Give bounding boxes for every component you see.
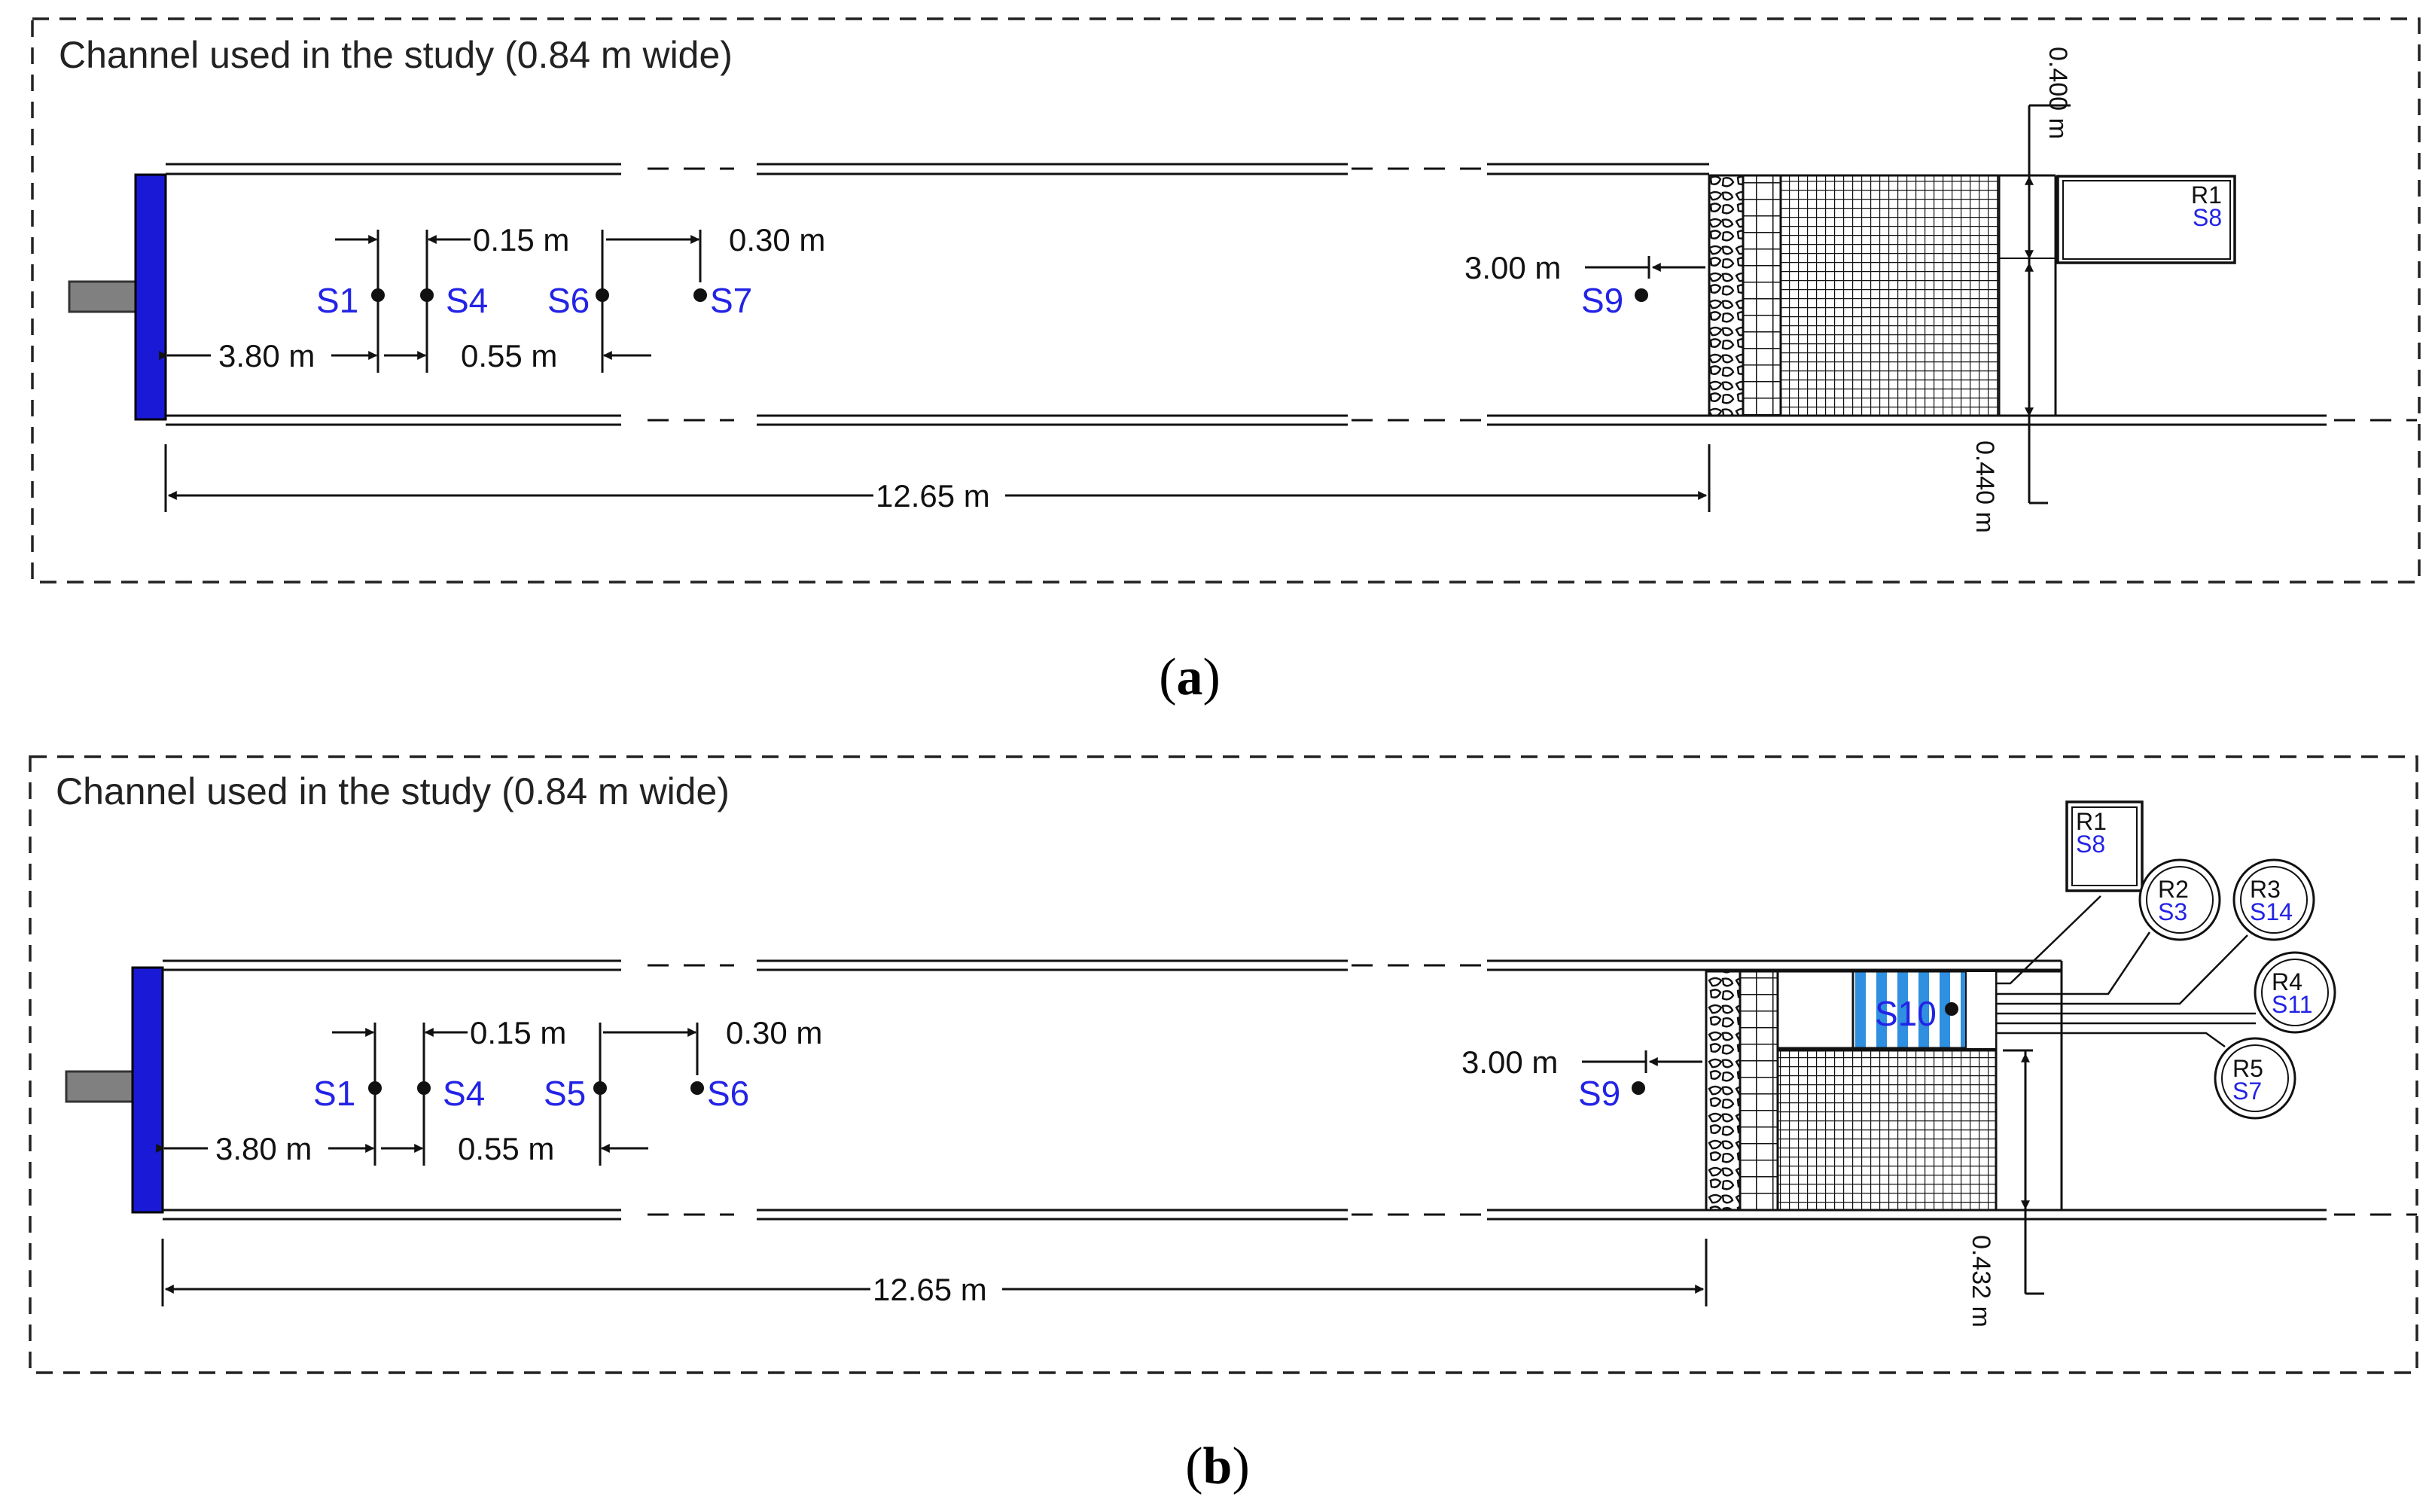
dim-label-b-3: 3.80 m (215, 1131, 312, 1166)
gravel-zone-b (1705, 970, 1742, 1212)
dim-label-1: 0.15 m (473, 222, 569, 258)
panel-b-title: Channel used in the study (0.84 m wide) (56, 770, 730, 812)
reservoir-r5-label: R5 (2232, 1055, 2263, 1082)
dim-label-b-5: 12.65 m (873, 1272, 987, 1307)
panel-b: Channel used in the study (0.84 m wide) (29, 755, 2418, 1495)
reservoir-r3-label: R3 (2250, 876, 2281, 903)
panel-a-title: Channel used in the study (0.84 m wide) (59, 34, 733, 76)
coarse-mesh-b (1739, 970, 1779, 1212)
sensor-label-5: S9 (1581, 281, 1623, 320)
dimension-lines-b (156, 1023, 2044, 1306)
reservoir-r1-sensor-b: S8 (2076, 831, 2105, 858)
reservoir-r1-label-b: R1 (2076, 808, 2107, 835)
sensor-label-1: S1 (316, 281, 358, 320)
channel-bottom-wall (166, 414, 2417, 426)
reservoir-r2 (2138, 858, 2221, 941)
sensor-label-4: S7 (710, 281, 752, 320)
gravel-zone (1708, 174, 1745, 417)
coarse-mesh (1742, 174, 1782, 417)
reservoir-r4-sensor: S11 (2272, 991, 2313, 1018)
dim-label-7: 0.400 m (2043, 47, 2072, 139)
dim-label-b-7: 0.432 m (1967, 1235, 1995, 1328)
reservoir-r1-box (2056, 175, 2236, 264)
inlet-pipe-b (65, 1070, 134, 1103)
reservoir-r2-label: R2 (2158, 876, 2189, 903)
reservoir-r3 (2232, 858, 2315, 941)
dim-label-b-1: 0.15 m (470, 1015, 566, 1050)
open-chamber (1776, 970, 1854, 1050)
dimension-lines-a (159, 104, 2071, 512)
sensor-label-b-1: S1 (313, 1074, 355, 1113)
reservoir-r5 (2214, 1037, 2296, 1120)
channel-top-wall (166, 163, 1709, 175)
reservoir-r4 (2254, 951, 2336, 1034)
sensor-label-b-4: S6 (707, 1074, 749, 1113)
sensor-label-b-5: S9 (1578, 1074, 1620, 1113)
panel-b-border (29, 755, 2418, 1374)
panel-a-caption: (a) (1159, 648, 1221, 706)
reservoir-r2-sensor: S3 (2158, 898, 2187, 925)
reservoir-r1-sensor: S8 (2193, 204, 2222, 231)
dim-label-8: 0.440 m (1970, 440, 1999, 533)
sensor-label-2: S4 (446, 281, 488, 320)
panel-b-caption: (b) (1185, 1437, 1250, 1495)
dim-label-b-2: 0.30 m (726, 1015, 822, 1050)
fine-mesh (1779, 174, 2001, 417)
inlet-gate-b (131, 966, 164, 1214)
sensor-label-b-2: S4 (443, 1074, 485, 1113)
reservoir-connections (1996, 895, 2256, 1048)
inlet-pipe (68, 280, 137, 313)
dim-label-6: 3.00 m (1464, 250, 1561, 285)
panel-a: Channel used in the study (0.84 m wide) (31, 17, 2421, 706)
dim-label-b-6: 3.00 m (1461, 1044, 1558, 1080)
reservoir-r5-sensor: S7 (2232, 1078, 2262, 1105)
reservoir-r1-box-b (2065, 800, 2144, 892)
dim-label-4: 0.55 m (461, 338, 557, 373)
reservoir-r4-label: R4 (2272, 968, 2302, 995)
panel-a-border (31, 17, 2421, 584)
reservoir-r3-sensor: S14 (2250, 898, 2293, 925)
dim-label-b-4: 0.55 m (458, 1131, 554, 1166)
sensor-points-a (371, 288, 1648, 302)
sensor-label-b-3: S5 (544, 1074, 586, 1113)
dim-label-2: 0.30 m (729, 222, 825, 258)
fine-mesh-b (1776, 1049, 1998, 1212)
sensor-label-3: S6 (547, 281, 590, 320)
sensor-label-b-6: S10 (1875, 994, 1937, 1033)
channel-top-wall-b (163, 959, 2062, 971)
inlet-gate (134, 173, 167, 421)
reservoir-r1-label: R1 (2191, 181, 2222, 209)
channel-bottom-wall-b (163, 1209, 2417, 1221)
dim-label-3: 3.80 m (218, 338, 315, 373)
dim-label-5: 12.65 m (876, 478, 990, 514)
